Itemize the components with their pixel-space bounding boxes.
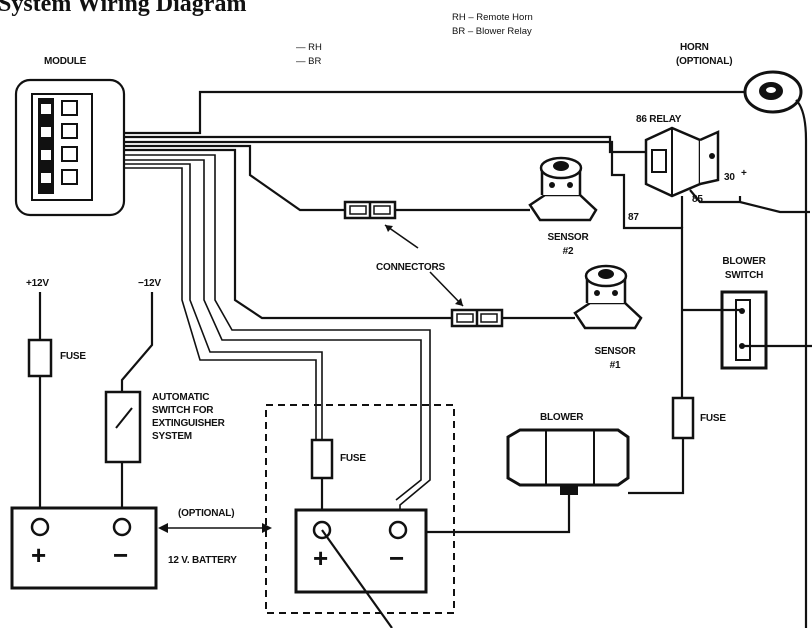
horn-label-2: (OPTIONAL) (676, 56, 733, 67)
left-battery-plus: + (31, 540, 47, 570)
blower-label: BLOWER (540, 412, 584, 423)
center-battery (294, 508, 428, 628)
connector-arrows (384, 224, 464, 307)
horn-symbol (743, 70, 808, 212)
center-battery-plus: + (313, 543, 329, 573)
legend-def-rh: RH – Remote Horn (452, 12, 533, 23)
battery-label: 12 V. BATTERY (168, 555, 237, 566)
diagram-title: System Wiring Diagram (0, 0, 247, 17)
blower-switch-label-1: BLOWER (722, 256, 766, 267)
relay-30-label: 30 (724, 172, 735, 183)
connectors-label: CONNECTORS (376, 262, 445, 273)
center-battery-minus: − (389, 543, 405, 573)
auto-switch-label-3: EXTINGUISHER (152, 418, 225, 429)
fuse-center-label: FUSE (340, 453, 366, 464)
relay-85-label: 85 (692, 194, 703, 205)
sensor-2-label-2: #2 (562, 246, 574, 257)
optional-arrow (158, 523, 272, 533)
fuse-right-label: FUSE (700, 413, 726, 424)
relay-symbol (644, 126, 810, 228)
relay-87-label: 87 (628, 212, 639, 223)
sensor-2-symbol (528, 156, 598, 222)
module-box (14, 78, 126, 217)
plus12v-feed (27, 292, 53, 508)
legend-def-br: BR – Blower Relay (452, 26, 532, 37)
left-battery (10, 506, 158, 590)
module-label: MODULE (44, 56, 87, 67)
legend-code-rh: — RH (296, 42, 322, 53)
blower-switch-symbol (682, 212, 812, 628)
relay-30-plus: + (741, 168, 747, 179)
horn-label-1: HORN (680, 42, 709, 53)
auto-switch-label-4: SYSTEM (152, 431, 192, 442)
auto-switch-label-2: SWITCH FOR (152, 405, 214, 416)
auto-switch-symbol (104, 292, 154, 508)
sensor-1-label-2: #1 (609, 360, 621, 371)
module-wire-bundle (124, 90, 752, 525)
optional-label: (OPTIONAL) (178, 508, 235, 519)
plus12v-label: +12V (26, 278, 49, 289)
minus12v-label: −12V (138, 278, 161, 289)
legend-code-br: — BR (296, 56, 322, 67)
connector-2 (343, 200, 397, 220)
sensor-1-label-1: SENSOR (594, 346, 636, 357)
fuse-left-label: FUSE (60, 351, 86, 362)
optional-dashed-box (265, 404, 455, 614)
auto-switch-label-1: AUTOMATIC (152, 392, 210, 403)
sensor-1-symbol (573, 264, 643, 330)
blower-switch-label-2: SWITCH (724, 270, 764, 281)
fuse-right-symbol (628, 396, 695, 495)
relay-label: 86 RELAY (636, 114, 682, 125)
blower-symbol (418, 428, 630, 534)
sensor-2-label-1: SENSOR (547, 232, 589, 243)
fuse-center-symbol (310, 438, 334, 510)
left-battery-minus: − (113, 540, 129, 570)
connector-1 (450, 308, 504, 328)
